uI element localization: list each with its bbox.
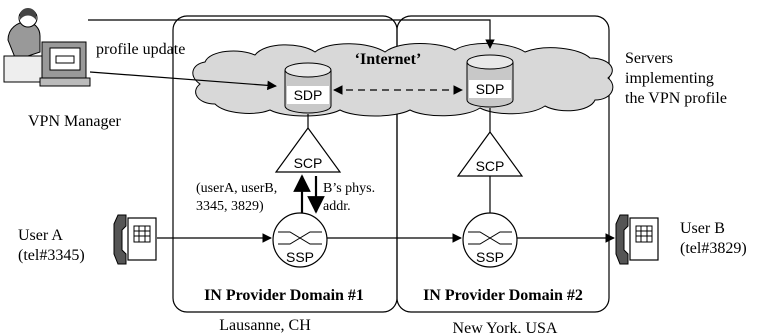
user-a-tel: (tel#3345) [18, 247, 85, 264]
cloud-label: ‘Internet’ [355, 51, 422, 68]
query-line-2: 3345, 3829) [196, 199, 264, 214]
scp-1-label: SCP [294, 155, 323, 171]
scp-2-label: SCP [476, 158, 505, 174]
sdp-2-label: SDP [476, 81, 505, 97]
ssp-1-label: SSP [286, 249, 314, 265]
vpn-manager-icon [3, 8, 91, 87]
manager-to-sdp2-arrow [88, 19, 495, 49]
servers-note-line-1: Servers [625, 50, 673, 67]
ssp-2-label: SSP [476, 249, 504, 265]
sdp-1-database-icon [284, 62, 332, 114]
vpn-manager-label: VPN Manager [28, 113, 122, 130]
domain-2-location: New York, USA [453, 320, 558, 333]
domain-1-location: Lausanne, CH [219, 317, 311, 333]
manager-to-sdp1-arrow [89, 71, 277, 91]
servers-note-line-2: implementing [625, 70, 714, 87]
profile-update-label: profile update [96, 41, 185, 58]
sdp-2-database-icon [466, 54, 514, 108]
domain-2-title: IN Provider Domain #2 [423, 287, 583, 304]
user-b-phone-icon [615, 214, 659, 265]
user-b-name: User B [680, 220, 725, 237]
sdp-1-label: SDP [294, 87, 323, 103]
scp-1-triangle [274, 126, 342, 173]
query-line-1: (userA, userB, [196, 181, 277, 196]
domain-1-title: IN Provider Domain #1 [204, 287, 364, 304]
user-a-name: User A [18, 227, 63, 244]
reply-line-2: addr. [323, 199, 351, 214]
servers-note-line-3: the VPN profile [625, 90, 727, 107]
domain-box-2 [396, 15, 610, 313]
user-b-tel: (tel#3829) [680, 240, 747, 257]
reply-line-1: B’s phys. [323, 181, 375, 196]
ssp-1-switch-icon [272, 212, 328, 268]
ssp-2-switch-icon [462, 212, 518, 268]
user-a-phone-icon [113, 214, 157, 265]
